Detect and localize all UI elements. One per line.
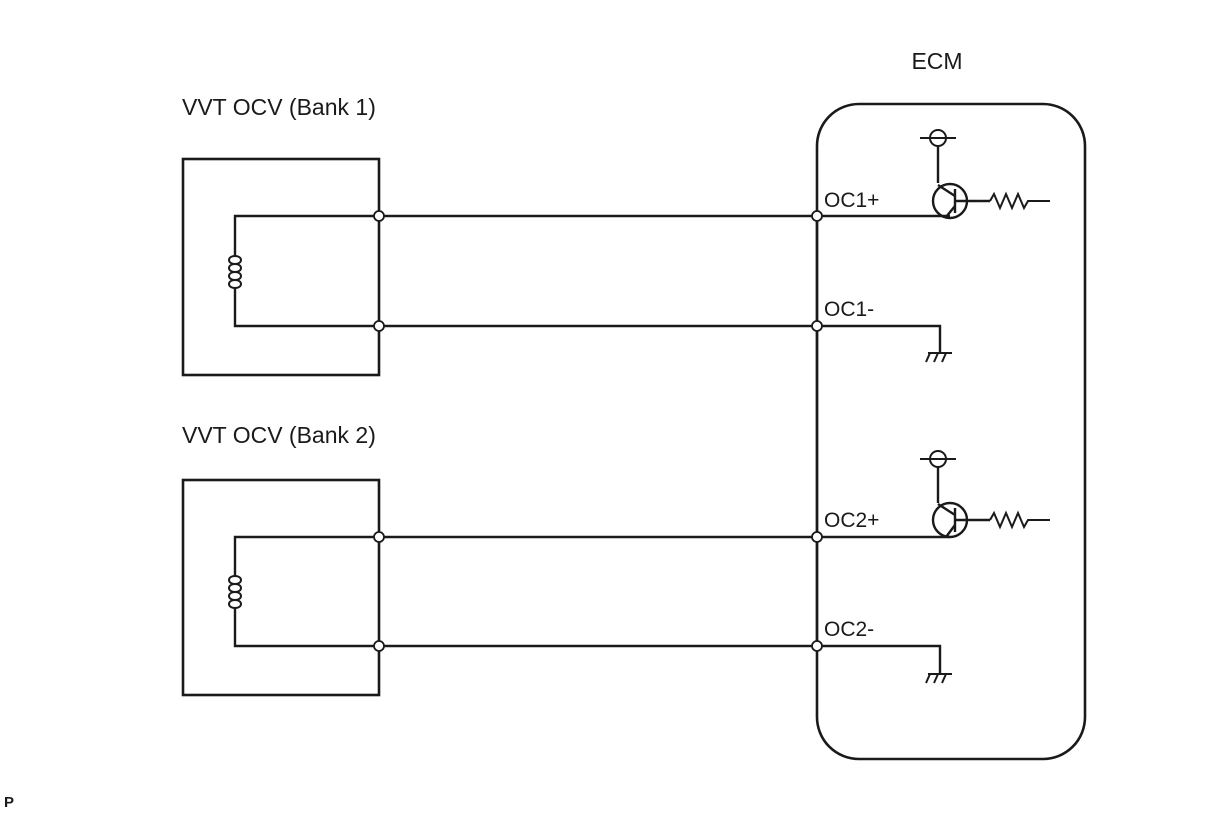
pin-label-oc1-minus: OC1- [824, 298, 874, 321]
connector-node [373, 531, 385, 543]
bank1-outline [181, 157, 381, 377]
bank1-coil-lead [233, 214, 379, 328]
corner-mark: P [4, 794, 14, 811]
pin-label-oc2-plus: OC2+ [824, 509, 879, 532]
bank1-title: VVT OCV (Bank 1) [182, 94, 376, 120]
pin-label-oc1-plus: OC1+ [824, 189, 879, 212]
ecm-title: ECM [911, 48, 962, 74]
oc2-driver-circuit [817, 450, 1050, 539]
bank1-coil-icon [228, 255, 242, 289]
ecm-block: ECM [815, 48, 1087, 761]
resistor-icon [989, 191, 1050, 211]
pin-label-oc2-minus: OC2- [824, 618, 874, 641]
ground-icon [925, 352, 952, 363]
ocv-bank1: VVT OCV (Bank 1) [181, 94, 381, 377]
bank2-outline [181, 478, 381, 697]
bank2-coil-lead [233, 535, 379, 648]
connector-node [373, 640, 385, 652]
connector-node [811, 320, 823, 332]
bank2-title: VVT OCV (Bank 2) [182, 422, 376, 448]
ground-icon [925, 673, 952, 684]
connector-node [811, 531, 823, 543]
oc1-ground-circuit [817, 324, 952, 363]
connector-node [373, 320, 385, 332]
resistor-icon [989, 510, 1050, 530]
connector-node [811, 640, 823, 652]
ocv-bank2: VVT OCV (Bank 2) [181, 422, 381, 697]
oc1-driver-circuit [817, 129, 1050, 220]
connector-node [811, 210, 823, 222]
bank2-coil-icon [228, 575, 242, 609]
oc2-ground-circuit [817, 644, 952, 684]
connector-node [373, 210, 385, 222]
